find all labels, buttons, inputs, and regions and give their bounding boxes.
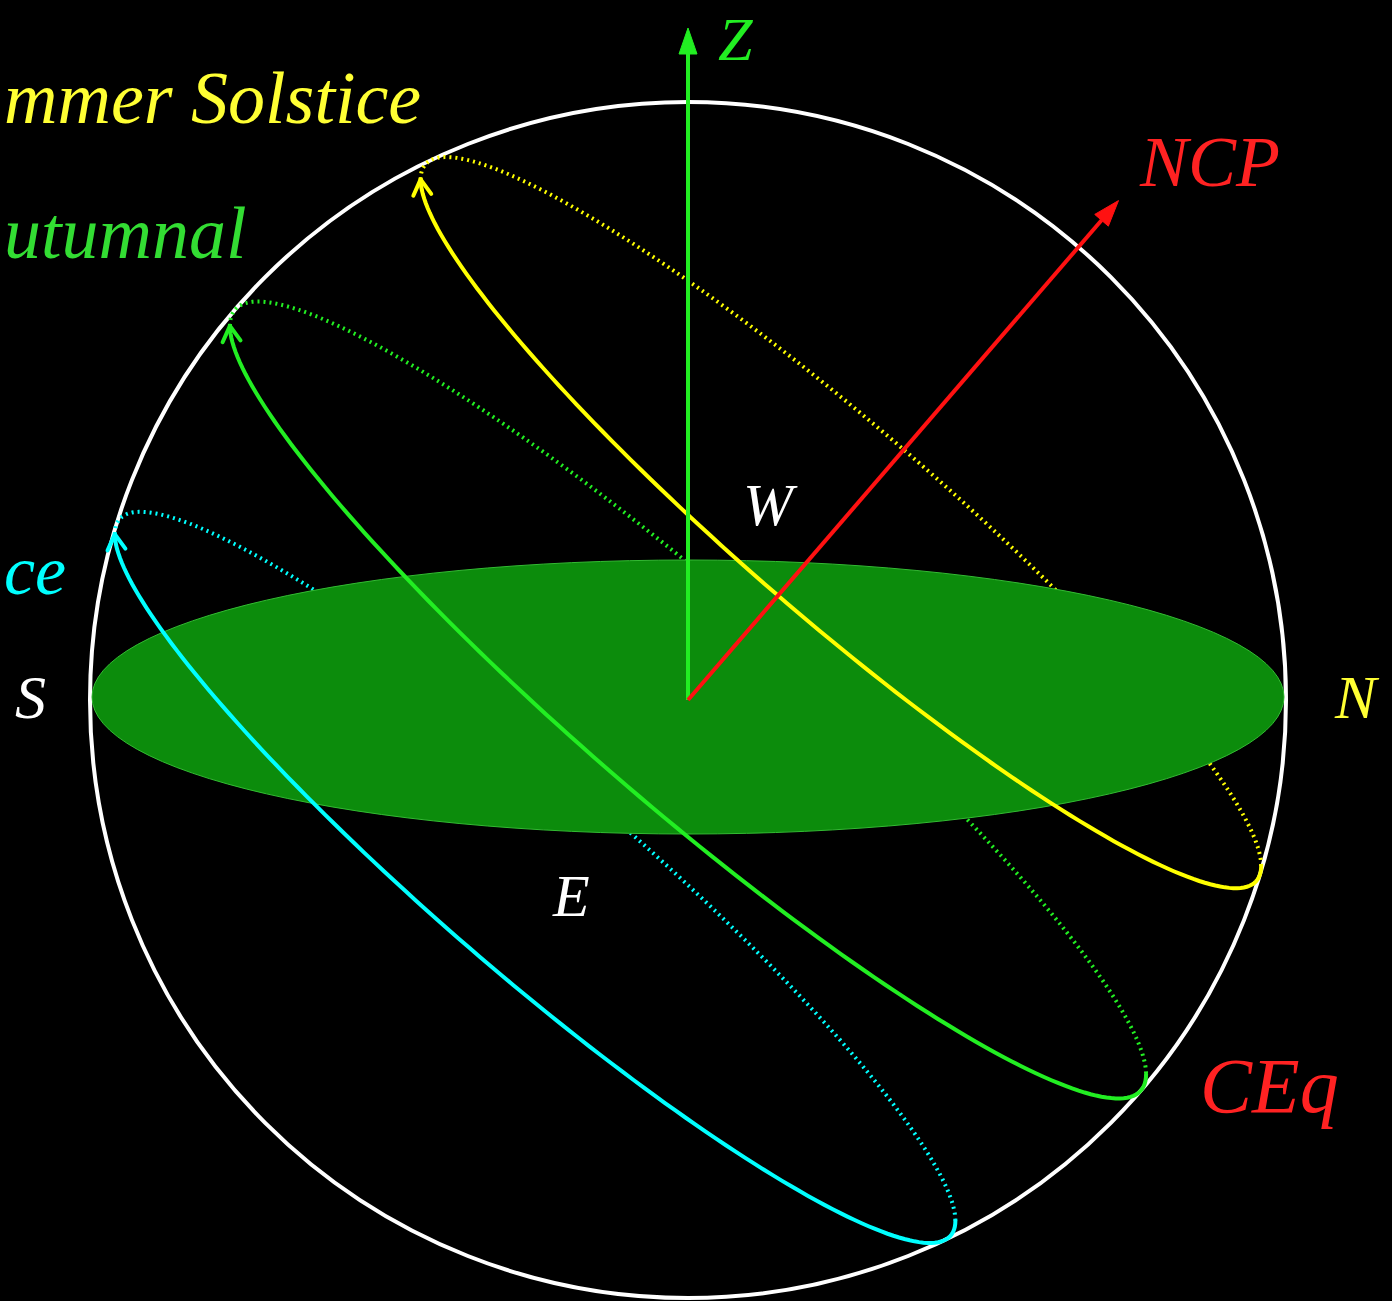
pole-arrow-shaft xyxy=(688,220,1102,700)
summer-solstice-path-front xyxy=(421,179,1262,888)
path-label: utumnal xyxy=(4,196,247,270)
summer-solstice-path-arrowhead xyxy=(413,179,431,195)
zenith-arrow-shaft xyxy=(686,54,690,700)
direction-label: E xyxy=(553,866,590,926)
path-label: ce xyxy=(4,536,66,606)
path-label: mmer Solstice xyxy=(4,61,421,135)
zenith-arrow-head xyxy=(679,28,697,54)
direction-label: S xyxy=(15,666,46,728)
direction-label: W xyxy=(740,475,796,535)
axis-label: NCP xyxy=(1140,126,1280,198)
direction-label: N xyxy=(1335,666,1376,728)
winter-solstice-path-front xyxy=(115,534,956,1243)
equator-label: CEq xyxy=(1200,1047,1339,1125)
winter-solstice-path-arrowhead xyxy=(108,534,126,550)
pole-arrow-head xyxy=(1095,201,1119,227)
equinox-path-arrowhead xyxy=(223,326,241,342)
axis-label: Z xyxy=(718,8,752,70)
